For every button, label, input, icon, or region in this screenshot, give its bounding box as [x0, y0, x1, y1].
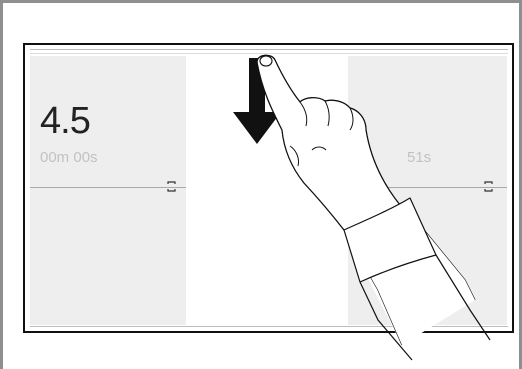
frame-edge-right: [519, 345, 522, 369]
right-data-tile[interactable]: 51s: [348, 56, 507, 325]
resize-handle-icon[interactable]: [167, 181, 176, 192]
left-tile-secondary-value: 00m 00s: [40, 149, 98, 166]
left-tile-divider: [30, 187, 186, 188]
screen-bottom-line: [30, 326, 508, 327]
resize-handle-icon[interactable]: [484, 181, 493, 192]
screen-top-line-inner: [30, 53, 508, 54]
right-tile-secondary-value: 51s: [407, 149, 432, 166]
frame-edge-left: [0, 345, 3, 369]
left-data-tile[interactable]: 4.5 00m 00s: [30, 56, 186, 325]
screen-top-line: [30, 49, 508, 50]
left-tile-primary-value: 4.5: [40, 100, 91, 142]
